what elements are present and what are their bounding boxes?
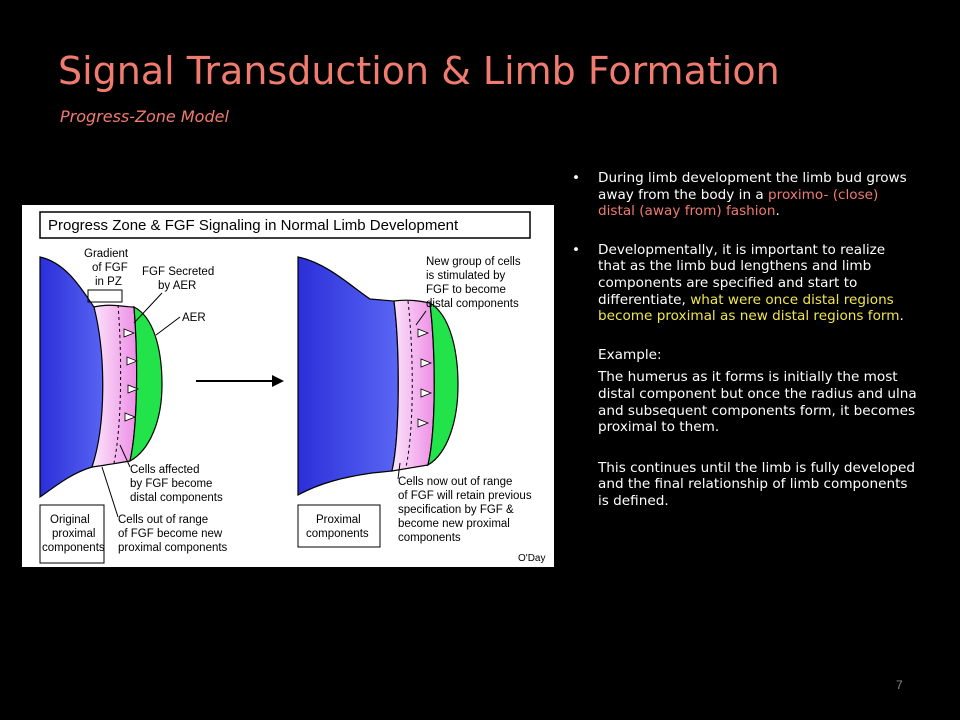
label-aer: AER [182, 312, 206, 324]
svg-text:of FGF become new: of FGF become new [118, 528, 223, 540]
limb-development-figure: Progress Zone & FGF Signaling in Normal … [22, 205, 554, 567]
svg-text:components: components [42, 542, 105, 554]
svg-text:in PZ: in PZ [95, 276, 122, 288]
svg-text:New group of cells: New group of cells [426, 256, 521, 268]
example-text: The humerus as it forms is initially the… [598, 369, 917, 436]
bullet-dot: • [572, 241, 581, 258]
figure-credit: O'Day [518, 553, 545, 564]
svg-text:distal components: distal components [426, 298, 519, 310]
label-cells-out-of-range: Cells out of range of FGF become new pro… [118, 514, 228, 554]
slide-subtitle: Progress-Zone Model [60, 107, 229, 126]
figure-diagram: Progress Zone & FGF Signaling in Normal … [39, 211, 545, 564]
svg-text:Original: Original [50, 514, 90, 526]
pointer-cells-out [101, 466, 119, 518]
pointer-new-group [415, 310, 427, 326]
svg-text:Gradient: Gradient [84, 248, 129, 260]
gradient-bracket [87, 289, 123, 303]
label-proximal-components: Proximal components [306, 514, 369, 540]
bullet-list: • During limb development the limb bud g… [572, 170, 917, 516]
svg-text:Cells now out of range: Cells now out of range [398, 476, 512, 488]
pointer-fgf [133, 292, 163, 324]
figure-title: Progress Zone & FGF Signaling in Normal … [48, 217, 459, 234]
figure-title-box [39, 211, 531, 239]
original-proximal-box [39, 504, 105, 564]
label-new-group: New group of cells is stimulated by FGF … [426, 256, 521, 310]
label-gradient: Gradient of FGF in PZ [84, 248, 129, 288]
slide-title: Signal Transduction & Limb Formation [58, 49, 780, 93]
svg-text:Cells affected: Cells affected [130, 464, 199, 476]
svg-text:of FGF will retain previous: of FGF will retain previous [398, 490, 532, 502]
svg-text:components: components [306, 528, 369, 540]
bullet-dot: • [572, 170, 581, 186]
svg-text:Proximal: Proximal [316, 514, 361, 526]
svg-text:FGF to become: FGF to become [426, 284, 506, 296]
bullet-text-end: . [775, 203, 780, 220]
svg-text:is stimulated by: is stimulated by [426, 270, 506, 282]
page-number: 7 [896, 678, 903, 692]
svg-text:by AER: by AER [158, 280, 196, 292]
proximal-components-box [297, 504, 381, 548]
example-label: Example: [598, 346, 662, 363]
right-pz-boundary [405, 300, 413, 468]
right-fgf-arrows [417, 328, 433, 428]
right-limb-blue [297, 256, 399, 497]
svg-text:by FGF become: by FGF become [130, 478, 212, 490]
pointer-cells-affected [119, 444, 131, 468]
closing-text: This continues until the limb is fully d… [598, 459, 916, 509]
right-limb-aer [427, 301, 459, 467]
transition-arrowhead [272, 375, 284, 387]
left-pz-boundary [113, 304, 122, 464]
pointer-aer [155, 316, 181, 336]
label-fgf-secreted: FGF Secreted by AER [142, 266, 214, 292]
bullet-item: • During limb development the limb bud g… [572, 170, 917, 220]
left-fgf-arrows [123, 328, 140, 422]
bullet-highlight: what were once distal regions become pro… [598, 291, 900, 325]
left-limb-aer [129, 305, 163, 463]
bullet-item: • Developmentally, it is important to re… [572, 242, 917, 325]
bullet-text: During limb development the limb bud gro… [598, 170, 907, 203]
bullet-highlight: proximo- (close) distal (away from) fash… [598, 186, 879, 220]
bullet-text: Developmentally, it is important to real… [598, 241, 886, 308]
bullet-text-end: . [899, 308, 904, 325]
label-cells-now-out: Cells now out of range of FGF will retai… [398, 476, 532, 544]
svg-text:become new proximal: become new proximal [398, 518, 510, 530]
svg-text:components: components [398, 532, 461, 544]
svg-text:distal components: distal components [130, 492, 223, 504]
label-cells-affected: Cells affected by FGF become distal comp… [130, 464, 223, 504]
svg-text:specification by FGF &: specification by FGF & [398, 504, 514, 516]
right-limb-progress-zone [391, 299, 435, 472]
svg-text:Cells out of range: Cells out of range [118, 514, 208, 526]
svg-text:proximal components: proximal components [118, 542, 228, 554]
label-original-proximal: Original proximal components [42, 514, 105, 554]
svg-text:of FGF: of FGF [92, 262, 128, 274]
svg-text:proximal: proximal [52, 528, 95, 540]
svg-text:FGF Secreted: FGF Secreted [142, 266, 214, 278]
pointer-cells-now-out [397, 462, 401, 480]
